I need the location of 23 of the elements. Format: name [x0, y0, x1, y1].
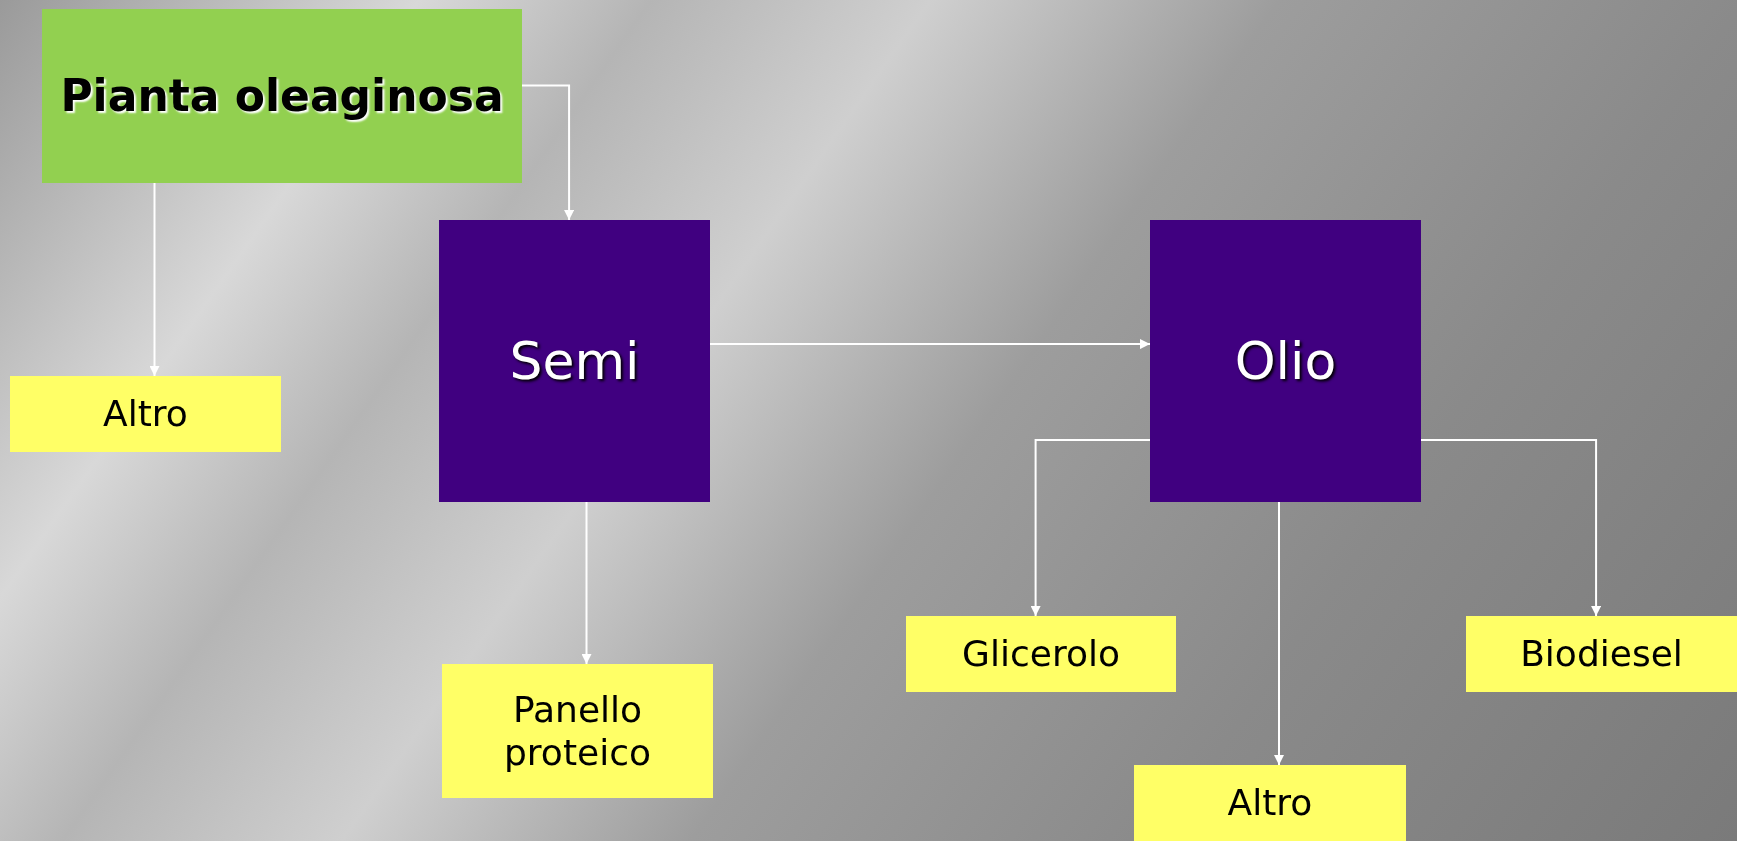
box-label: Glicerolo [962, 632, 1120, 676]
output-box [906, 616, 1176, 692]
arrow [1274, 501, 1284, 766]
box-label: Altro [103, 392, 188, 436]
arrow [149, 182, 160, 377]
process-box [439, 220, 710, 502]
output-box [1134, 765, 1406, 841]
arrow [1030, 438, 1151, 617]
arrow [581, 501, 592, 665]
box-label: Semi [509, 329, 640, 393]
box-label: Panello proteico [503, 687, 652, 775]
arrow [709, 339, 1151, 350]
box-label: Biodiesel [1520, 632, 1683, 676]
process-box [1150, 220, 1421, 502]
box-label: Altro [1227, 781, 1313, 825]
arrow [521, 84, 575, 221]
box-label: Pianta oleaginosa [60, 69, 504, 123]
process-box [42, 9, 522, 183]
arrow [1420, 438, 1602, 617]
output-box [10, 376, 281, 452]
output-box [1466, 616, 1737, 692]
output-box [442, 664, 713, 798]
box-label: Olio [1234, 329, 1337, 393]
